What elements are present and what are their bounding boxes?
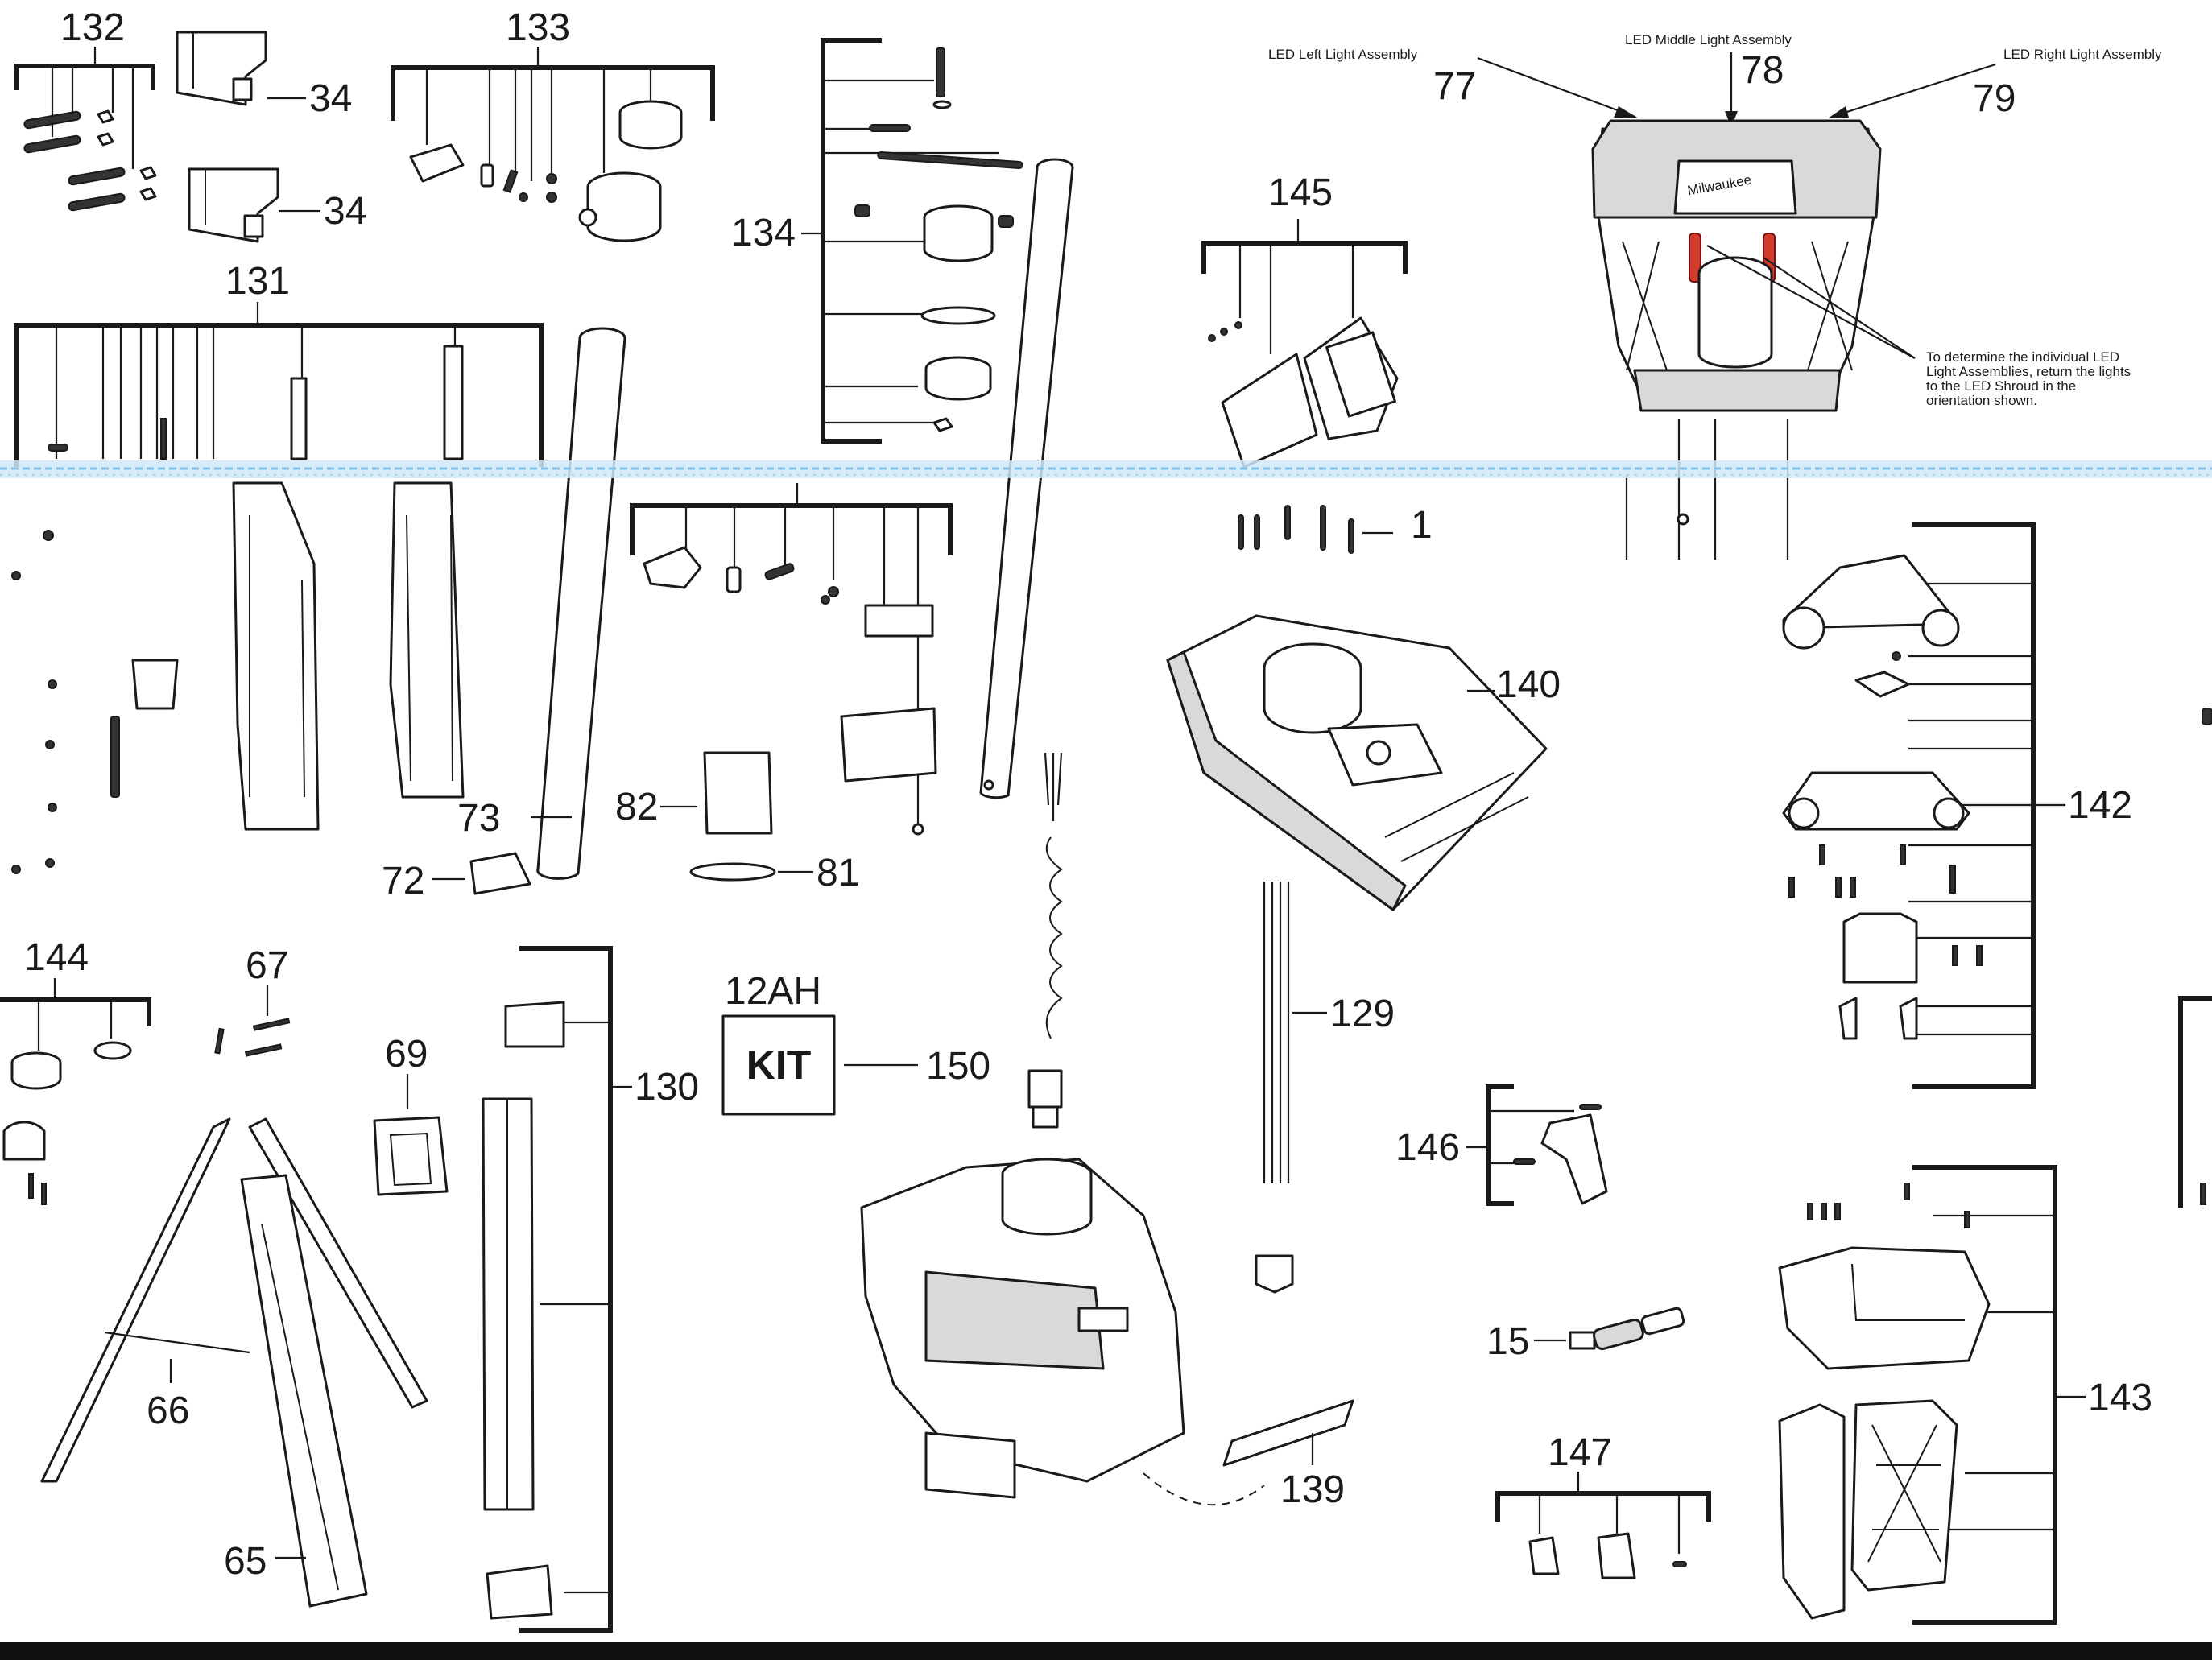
callout-79: 79 (1973, 77, 2016, 120)
part-67-pins: 67 (214, 944, 291, 1057)
callout-131: 131 (225, 260, 290, 303)
partial-right-edge (2178, 708, 2212, 1208)
part-150-kit: 12AH KIT 150 (721, 970, 990, 1116)
callout-147: 147 (1548, 1431, 1612, 1474)
callout-150: 150 (926, 1045, 990, 1088)
led-head-assembly: LED Left Light Assembly LED Middle Light… (1268, 32, 2162, 560)
callout-34-upper: 34 (309, 77, 352, 120)
callout-67: 67 (246, 944, 288, 987)
callout-73: 73 (457, 797, 500, 840)
callout-139: 139 (1280, 1468, 1345, 1511)
part-82-sleeve: 82 (615, 751, 773, 835)
led-note-line4: orientation shown. (1926, 393, 2037, 408)
part-pole-right (979, 158, 1074, 799)
part-81-oring: 81 (689, 852, 859, 894)
part-group-145: 145 (1201, 171, 1408, 469)
part-72-clip: 72 (382, 852, 531, 902)
callout-140: 140 (1496, 663, 1561, 706)
callout-132: 132 (60, 6, 125, 49)
part-cord (1027, 752, 1063, 1129)
callout-78: 78 (1741, 49, 1784, 92)
part-group-132: 132 (14, 6, 157, 212)
part-140-base: 140 (1166, 614, 1561, 911)
part-group-143: 143 (1778, 1165, 2152, 1625)
part-69-holder: 69 (373, 1033, 449, 1196)
part-group-131: 131 (14, 260, 544, 467)
part-group-134: 134 (731, 38, 1023, 444)
led-note-line2: Light Assemblies, return the lights (1926, 364, 2131, 379)
part-main-body (860, 1158, 1265, 1506)
callout-144: 144 (24, 936, 89, 979)
part-139-label: 139 (1222, 1399, 1354, 1511)
callout-77: 77 (1433, 65, 1476, 108)
callout-145: 145 (1268, 171, 1333, 214)
callout-72: 72 (382, 860, 424, 902)
callout-130: 130 (635, 1066, 699, 1109)
callout-129: 129 (1330, 993, 1395, 1035)
callout-143: 143 (2088, 1377, 2152, 1419)
part-34-bracket-lower: 34 (188, 167, 366, 243)
callout-15: 15 (1486, 1320, 1529, 1363)
screw-set (23, 109, 157, 212)
callout-133: 133 (506, 6, 570, 49)
callout-65: 65 (224, 1540, 267, 1583)
part-66-65-tripod-legs: 66 65 (40, 1117, 428, 1608)
callout-66: 66 (147, 1390, 189, 1432)
part-131-rails (11, 481, 465, 874)
part-15-fitting: 15 (1486, 1307, 1685, 1363)
part-group-144: 144 (0, 936, 151, 1205)
page-bottom-edge (0, 1642, 2212, 1660)
callout-82: 82 (615, 786, 658, 828)
part-group-135 (630, 483, 953, 836)
part-group-133: 133 (391, 6, 715, 242)
part-34-bracket-upper: 34 (176, 31, 352, 120)
scan-band (0, 460, 2212, 478)
label-led-middle: LED Middle Light Assembly (1625, 32, 1792, 47)
callout-81: 81 (817, 852, 859, 894)
part-group-130: 130 (482, 946, 699, 1633)
part-group-147: 147 (1495, 1431, 1711, 1579)
callout-1: 1 (1411, 504, 1433, 547)
callout-142: 142 (2068, 784, 2132, 827)
part-group-142: 142 (1782, 522, 2132, 1089)
kit-label: KIT (746, 1043, 812, 1088)
label-led-right: LED Right Light Assembly (2003, 47, 2162, 62)
part-1-screws: 1 (1238, 504, 1433, 554)
part-146-handle: 146 (1395, 1084, 1608, 1206)
callout-134: 134 (731, 212, 796, 254)
callout-146: 146 (1395, 1126, 1460, 1169)
callout-69: 69 (385, 1033, 428, 1076)
led-note-line1: To determine the individual LED (1926, 349, 2119, 365)
led-note-line3: to the LED Shroud in the (1926, 378, 2076, 394)
callout-34-lower: 34 (324, 190, 366, 233)
kit-capacity: 12AH (725, 970, 821, 1013)
part-129-wires: 129 (1255, 882, 1395, 1294)
label-led-left: LED Left Light Assembly (1268, 47, 1418, 62)
